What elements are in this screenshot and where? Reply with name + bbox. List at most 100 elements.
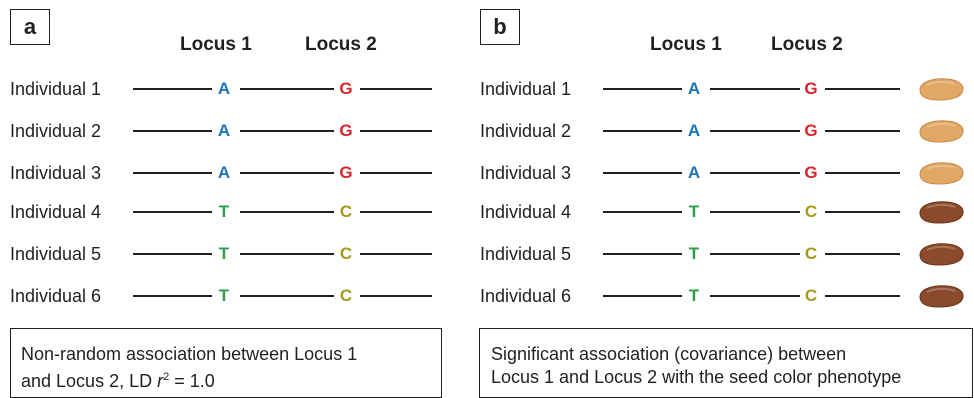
chromosome-segment — [603, 253, 682, 255]
individual-row: Individual 6 T C — [0, 284, 470, 308]
chromosome-segment — [360, 295, 432, 297]
caption-variable: r — [157, 371, 164, 391]
locus-1-header: Locus 1 — [650, 34, 722, 55]
caption-superscript: 2 — [163, 371, 170, 383]
individual-row: Individual 6 T C — [470, 284, 974, 308]
chromosome-segment — [133, 253, 212, 255]
chromosome-segment — [825, 130, 900, 132]
individual-label: Individual 6 — [480, 286, 572, 306]
locus-2-allele: C — [339, 202, 353, 221]
chromosome-segment — [240, 211, 334, 213]
individual-label: Individual 4 — [10, 202, 102, 222]
chromosome-segment — [240, 130, 334, 132]
locus-2-allele: C — [339, 286, 353, 305]
chromosome-segment — [603, 130, 682, 132]
light-seed-icon — [917, 76, 965, 102]
chromosome-segment — [133, 88, 212, 90]
locus-2-allele: C — [804, 244, 818, 263]
chromosome-segment — [133, 211, 212, 213]
chromosome-segment — [825, 253, 900, 255]
locus-1-allele: T — [688, 244, 700, 263]
individual-label: Individual 3 — [10, 163, 102, 183]
chromosome-segment — [360, 88, 432, 90]
chromosome-segment — [603, 172, 682, 174]
dark-seed-icon — [917, 241, 965, 267]
locus-1-allele: A — [217, 121, 231, 140]
caption-line-2: Locus 1 and Locus 2 with the seed color … — [491, 367, 902, 387]
chromosome-segment — [133, 295, 212, 297]
locus-2-allele: G — [339, 79, 353, 98]
chromosome-segment — [360, 130, 432, 132]
locus-2-header: Locus 2 — [305, 34, 377, 55]
chromosome-segment — [240, 253, 334, 255]
chromosome-segment — [360, 172, 432, 174]
caption-line-2: and Locus 2, LD r2 = 1.0 — [21, 366, 433, 393]
chromosome-segment — [825, 211, 900, 213]
individual-label: Individual 1 — [10, 79, 102, 99]
chromosome-segment — [710, 130, 800, 132]
chromosome-segment — [710, 172, 800, 174]
individual-label: Individual 3 — [480, 163, 572, 183]
panel-label: a — [10, 9, 50, 45]
locus-1-allele: A — [217, 79, 231, 98]
locus-1-allele: T — [688, 286, 700, 305]
chromosome-segment — [133, 172, 212, 174]
individual-label: Individual 4 — [480, 202, 572, 222]
chromosome-segment — [360, 211, 432, 213]
panel-label: b — [480, 9, 520, 45]
individual-row: Individual 3 A G — [0, 161, 470, 185]
light-seed-icon — [917, 118, 965, 144]
individual-row: Individual 1 A G — [470, 77, 974, 101]
individual-row: Individual 5 T C — [470, 242, 974, 266]
chromosome-segment — [825, 88, 900, 90]
locus-1-allele: A — [687, 79, 701, 98]
chromosome-segment — [825, 172, 900, 174]
individual-row: Individual 1 A G — [0, 77, 470, 101]
chromosome-segment — [133, 130, 212, 132]
dark-seed-icon — [917, 199, 965, 225]
individual-row: Individual 2 A G — [0, 119, 470, 143]
chromosome-segment — [603, 295, 682, 297]
individual-row: Individual 3 A G — [470, 161, 974, 185]
individual-label: Individual 2 — [480, 121, 572, 141]
individual-label: Individual 6 — [10, 286, 102, 306]
caption-text: and Locus 2, LD — [21, 371, 158, 391]
locus-1-allele: A — [217, 163, 231, 182]
chromosome-segment — [240, 295, 334, 297]
chromosome-segment — [825, 295, 900, 297]
locus-2-allele: C — [804, 286, 818, 305]
locus-1-allele: T — [218, 286, 230, 305]
locus-2-allele: G — [804, 79, 818, 98]
chromosome-segment — [710, 295, 800, 297]
locus-1-allele: T — [688, 202, 700, 221]
individual-label: Individual 5 — [480, 244, 572, 264]
locus-1-allele: A — [687, 163, 701, 182]
locus-1-allele: A — [687, 121, 701, 140]
caption-box: Significant association (covariance) bet… — [479, 328, 973, 398]
caption-box: Non-random association between Locus 1 a… — [10, 328, 442, 398]
dark-seed-icon — [917, 283, 965, 309]
locus-2-allele: G — [804, 163, 818, 182]
chromosome-segment — [603, 88, 682, 90]
locus-1-header: Locus 1 — [180, 34, 252, 55]
individual-label: Individual 2 — [10, 121, 102, 141]
individual-label: Individual 1 — [480, 79, 572, 99]
chromosome-segment — [240, 172, 334, 174]
light-seed-icon — [917, 160, 965, 186]
caption-value: = 1.0 — [169, 371, 215, 391]
locus-1-allele: T — [218, 244, 230, 263]
caption-line-1: Non-random association between Locus 1 — [21, 344, 358, 364]
chromosome-segment — [710, 88, 800, 90]
locus-2-allele: G — [339, 121, 353, 140]
locus-2-allele: G — [339, 163, 353, 182]
locus-2-header: Locus 2 — [771, 34, 843, 55]
chromosome-segment — [240, 88, 334, 90]
chromosome-segment — [360, 253, 432, 255]
chromosome-segment — [710, 211, 800, 213]
